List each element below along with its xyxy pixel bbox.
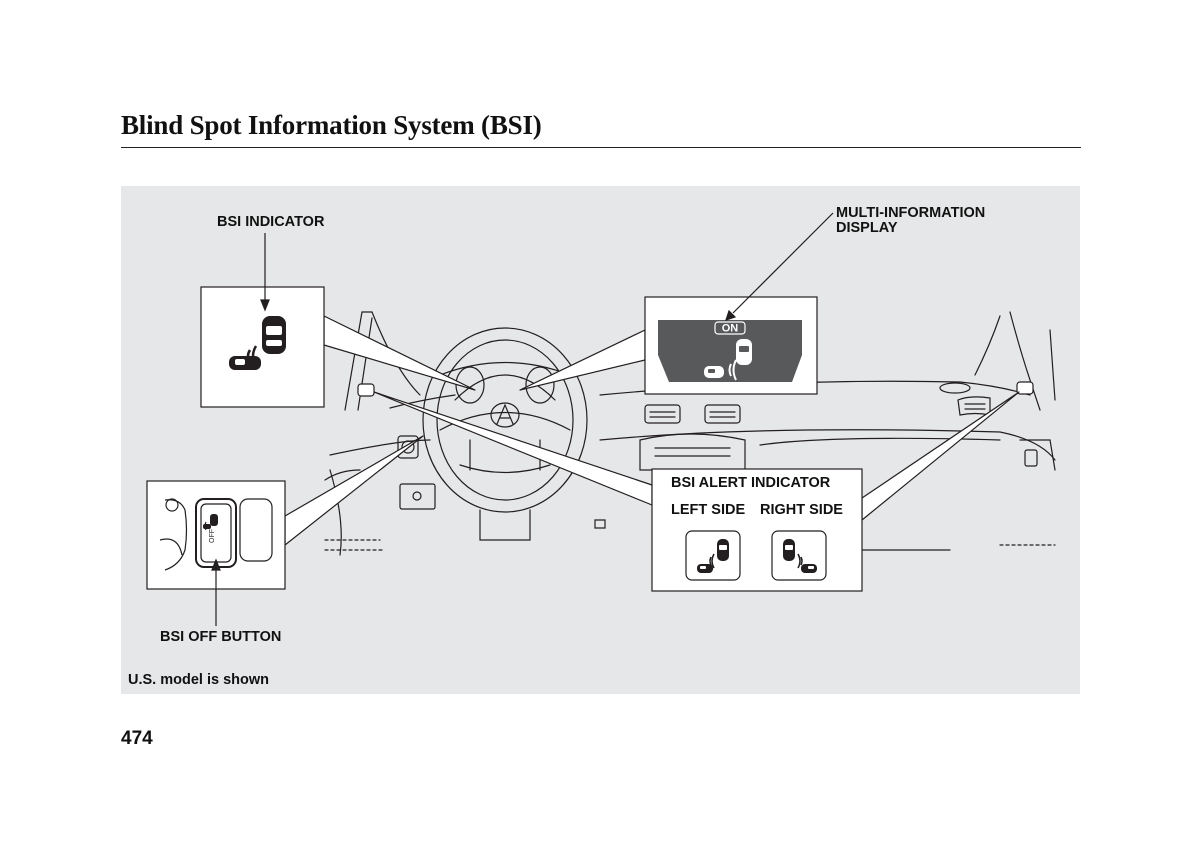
multi-information-label-line1: MULTI-INFORMATION <box>836 205 986 221</box>
left-mirror-indicator <box>357 383 375 397</box>
multi-information-label-line2: DISPLAY <box>836 220 898 236</box>
bsi-off-button-label: BSI OFF BUTTON <box>160 629 282 645</box>
model-note: U.S. model is shown <box>128 672 269 688</box>
multi-information-display-screen <box>658 320 802 382</box>
page-title: Blind Spot Information System (BSI) <box>121 110 542 140</box>
display-callout-wedge <box>519 329 646 391</box>
right-mirror-indicator <box>1016 381 1034 395</box>
bsi-off-button[interactable] <box>203 514 218 531</box>
left-side-label: LEFT SIDE <box>671 502 746 518</box>
off-button-text: OFF <box>209 529 216 543</box>
bsi-alert-indicator-label: BSI ALERT INDICATOR <box>671 475 831 491</box>
right-side-alert-icon <box>783 539 817 573</box>
display-on-text: ON <box>722 323 739 335</box>
off-button-callout-wedge <box>284 435 424 546</box>
left-side-alert-icon <box>697 539 729 573</box>
on-badge <box>714 321 746 335</box>
title-rule <box>121 147 1081 148</box>
right-alert-callout-wedge <box>861 391 1020 521</box>
bsi-indicator-label: BSI INDICATOR <box>217 214 325 230</box>
right-side-label: RIGHT SIDE <box>760 502 843 518</box>
display-bsi-icon <box>704 339 752 381</box>
display-arrow <box>732 212 834 314</box>
left-alert-callout-wedge <box>373 391 653 506</box>
bsi-indicator-icon <box>229 316 286 370</box>
page-number: 474 <box>121 728 153 749</box>
bsi-indicator-callout-wedge <box>323 315 476 391</box>
